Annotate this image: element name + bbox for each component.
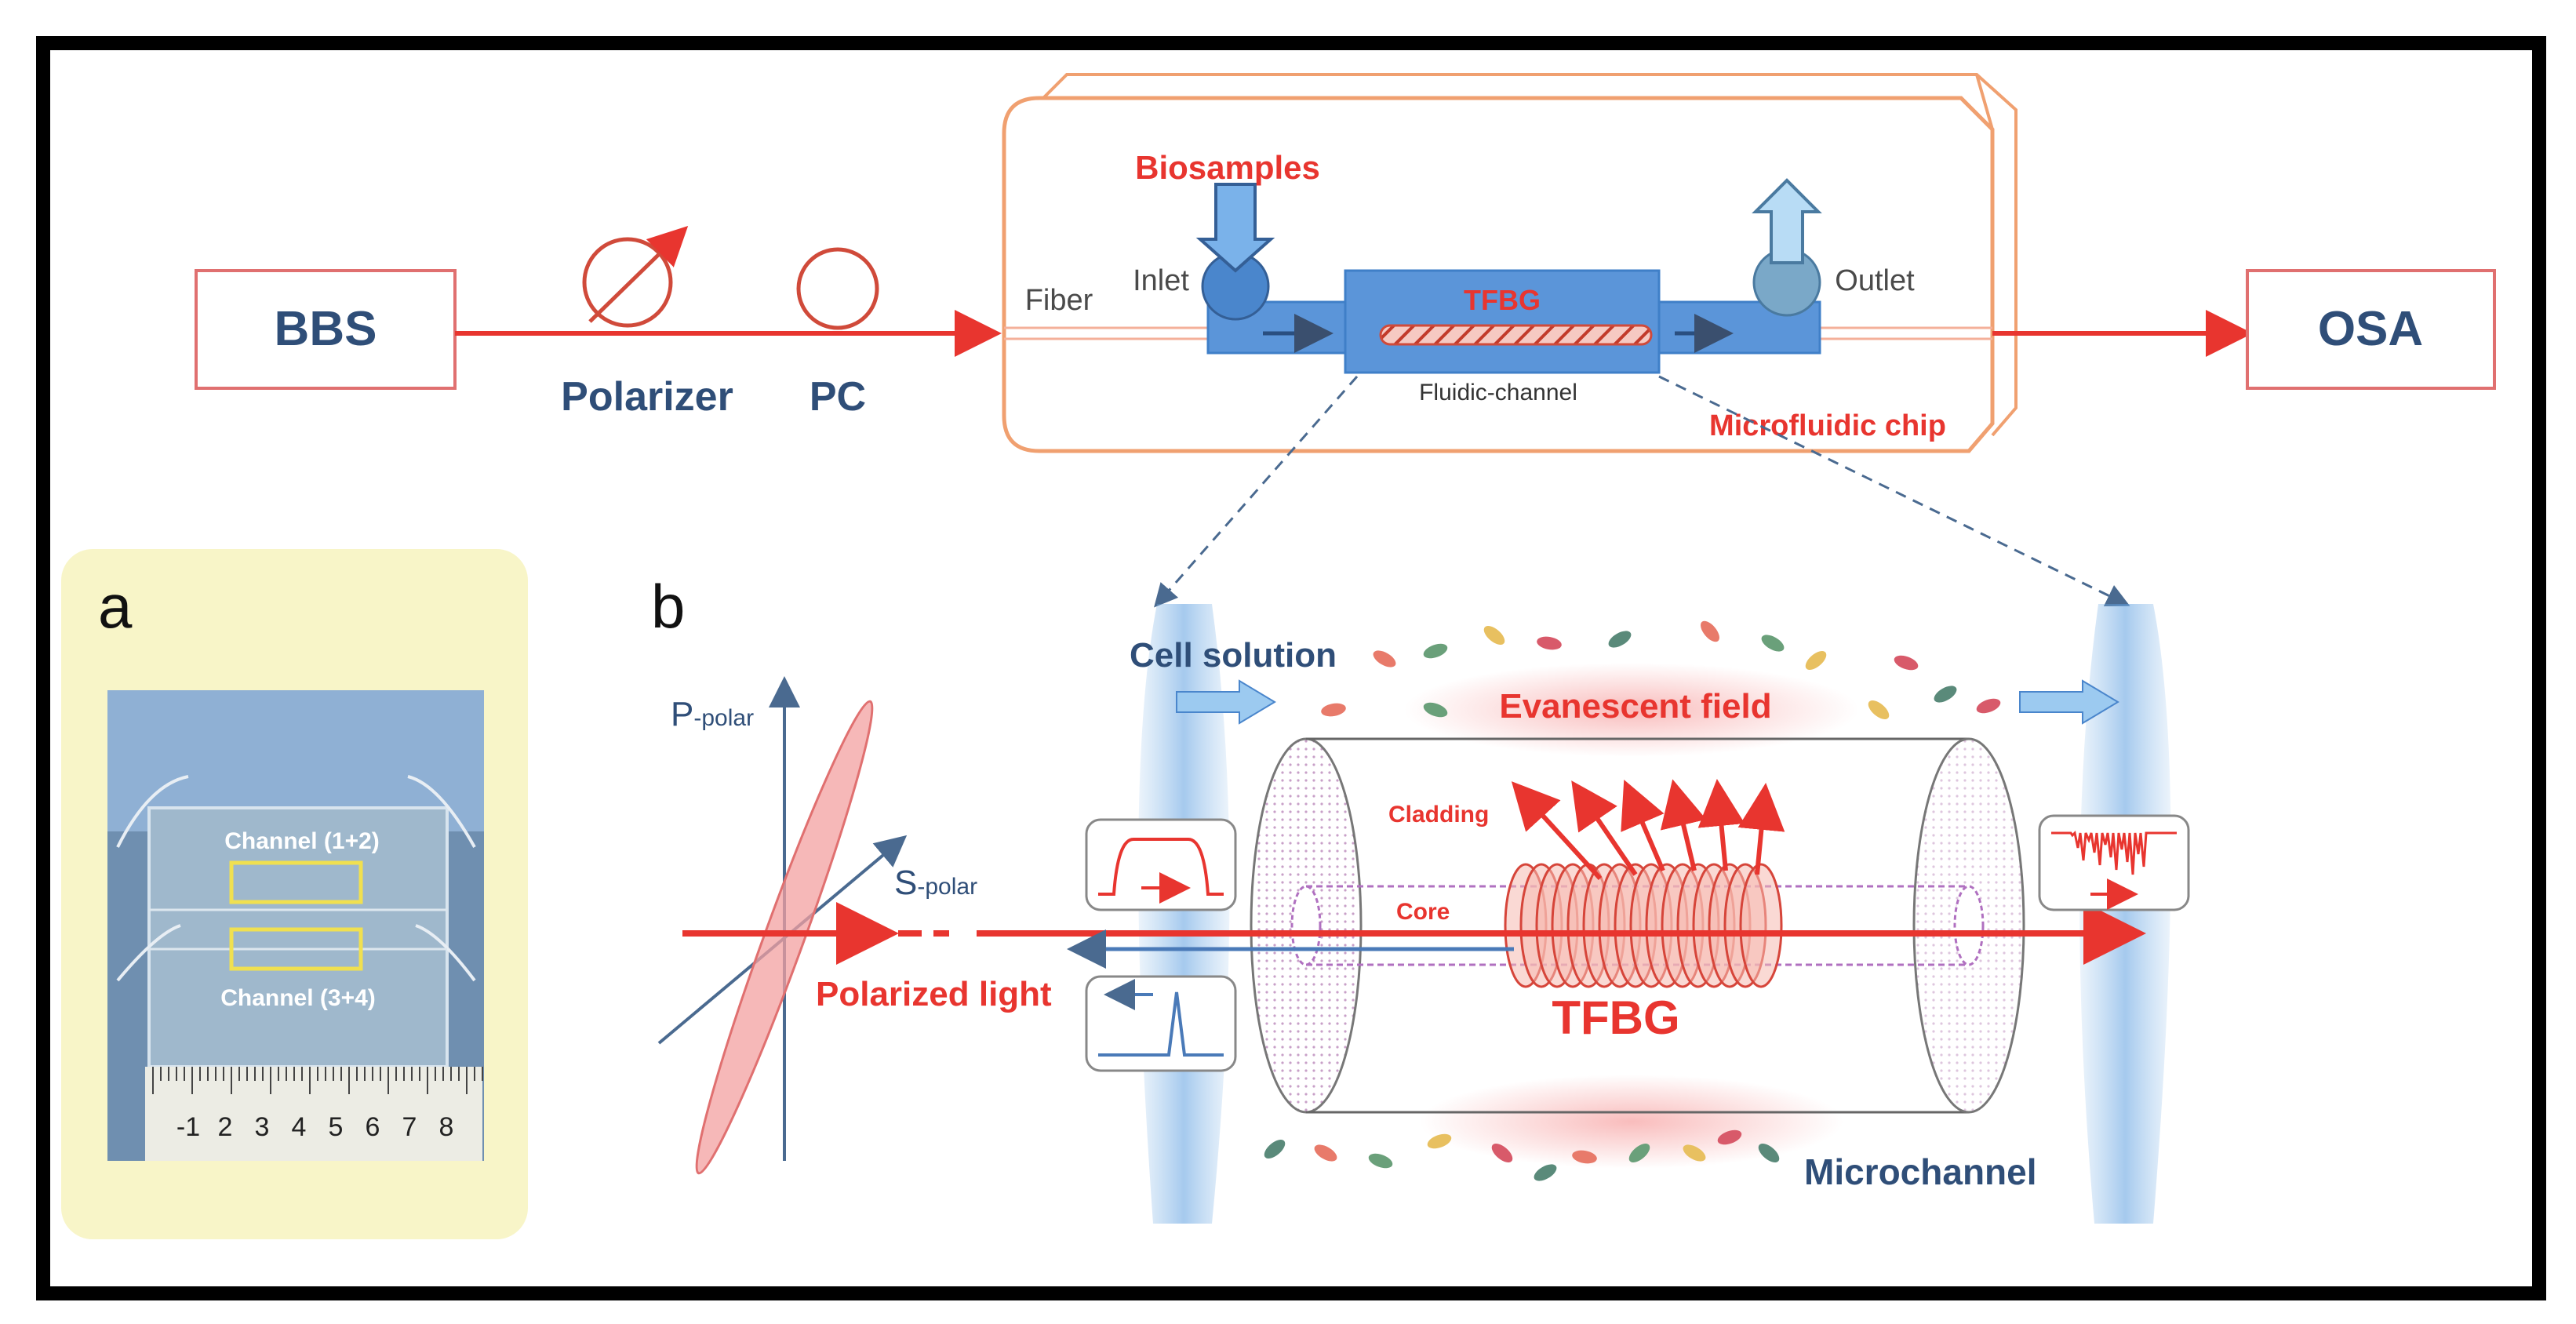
outlet-label: Outlet [1835, 264, 1915, 297]
cell [1683, 1144, 1706, 1162]
fluidic-channel-label: Fluidic-channel [1419, 380, 1577, 406]
cell [1427, 1133, 1452, 1149]
ruler-number: 2 [218, 1112, 233, 1142]
ruler [145, 1067, 482, 1161]
cell [1483, 626, 1505, 645]
flow-arrow-right [2019, 679, 2119, 725]
cell [1628, 1144, 1650, 1162]
cladding-mode-arrow [1621, 779, 1665, 872]
fiber-cylinder [1250, 737, 2025, 1114]
evanescent-glow-bottom [1420, 1075, 1843, 1169]
fiber-label: Fiber [1025, 284, 1093, 317]
p-polar-label: P-polar [671, 695, 754, 733]
cells [1264, 620, 2001, 1181]
ruler-number: 7 [402, 1112, 417, 1142]
channel-box-bottom [229, 927, 363, 971]
cell [1373, 650, 1396, 667]
cell [1758, 1144, 1780, 1162]
polarized-light-label: Polarized light [816, 975, 1052, 1013]
cell [1423, 643, 1448, 659]
transmission-spectrum-inset [2038, 814, 2190, 911]
cladding-mode-arrow [1511, 781, 1603, 881]
tfbg-label: TFBG [1552, 991, 1679, 1044]
cladding-label: Cladding [1388, 802, 1489, 828]
cell [1761, 635, 1785, 652]
cell [1572, 1150, 1597, 1164]
osa-box: OSA [2246, 269, 2496, 390]
reflection-spectrum-inset [1085, 975, 1237, 1072]
flow-arrow-left [1176, 679, 1276, 725]
osa-label: OSA [2318, 302, 2423, 356]
channel-top-label: Channel (1+2) [224, 828, 380, 854]
ruler-number: 5 [329, 1112, 344, 1142]
core-label: Core [1396, 899, 1450, 925]
outlet: Outlet [1752, 178, 1915, 317]
cladding-mode-arrow [1697, 779, 1745, 871]
pc-label: PC [810, 374, 866, 420]
bbs-box: BBS [195, 269, 457, 390]
cell [1608, 631, 1632, 648]
channel-bottom-label: Channel (3+4) [220, 985, 376, 1011]
tfbg-grating [1504, 863, 1783, 988]
cell [1894, 655, 1919, 671]
polarizer: Polarizer [561, 226, 733, 420]
bbs-label: BBS [275, 302, 377, 356]
cell [1368, 1153, 1393, 1169]
panel-a-letter: a [98, 572, 133, 641]
cell [1264, 1140, 1286, 1158]
tfbg-chip-label: TFBG [1464, 284, 1541, 316]
ruler-number: 4 [292, 1112, 307, 1142]
cell [1701, 620, 1719, 642]
ruler-number: -1 [176, 1112, 200, 1142]
input-spectrum-inset [1085, 818, 1237, 911]
inlet: Inlet [1133, 183, 1275, 321]
cell [1534, 1164, 1557, 1181]
fluidic-channel [1206, 269, 1821, 374]
cladding-mode-arrow [1571, 780, 1638, 876]
ruler-number: 8 [439, 1112, 454, 1142]
cell [1314, 1144, 1337, 1162]
biosamples-label: Biosamples [1135, 149, 1320, 186]
zoom-line-left [1154, 376, 1359, 608]
polarizer-label: Polarizer [561, 374, 733, 420]
tfbg-coil [1739, 863, 1783, 988]
ruler-number: 3 [255, 1112, 270, 1142]
cell [1423, 702, 1448, 718]
cell [1934, 686, 1957, 703]
cell [1805, 651, 1827, 670]
s-polar-label: S-polar [894, 864, 977, 902]
ruler-number: 6 [366, 1112, 380, 1142]
cladding-mode-arrows [1511, 779, 1785, 881]
polarization-controller: PC [796, 247, 879, 420]
polarization-axes: P-polar S-polar [657, 676, 977, 1175]
cell [1321, 703, 1346, 717]
cell [1491, 1144, 1513, 1162]
evanescent-field-label: Evanescent field [1499, 687, 1771, 726]
evanescent-glow-top [1404, 663, 1859, 757]
cladding-mode-arrow [1660, 779, 1707, 871]
cell [1976, 698, 2001, 714]
cell [1868, 700, 1890, 719]
inlet-label: Inlet [1133, 264, 1189, 297]
cell-solution-label: Cell solution [1130, 636, 1337, 675]
panel-b-letter: b [651, 572, 685, 641]
microfluidic-chip-label: Microfluidic chip [1709, 409, 1946, 442]
microchannel-label: Microchannel [1804, 1151, 2037, 1192]
channel-box-top [229, 860, 363, 904]
cladding-mode-arrow [1737, 783, 1785, 875]
cell [1717, 1129, 1742, 1145]
cell [1537, 636, 1562, 650]
